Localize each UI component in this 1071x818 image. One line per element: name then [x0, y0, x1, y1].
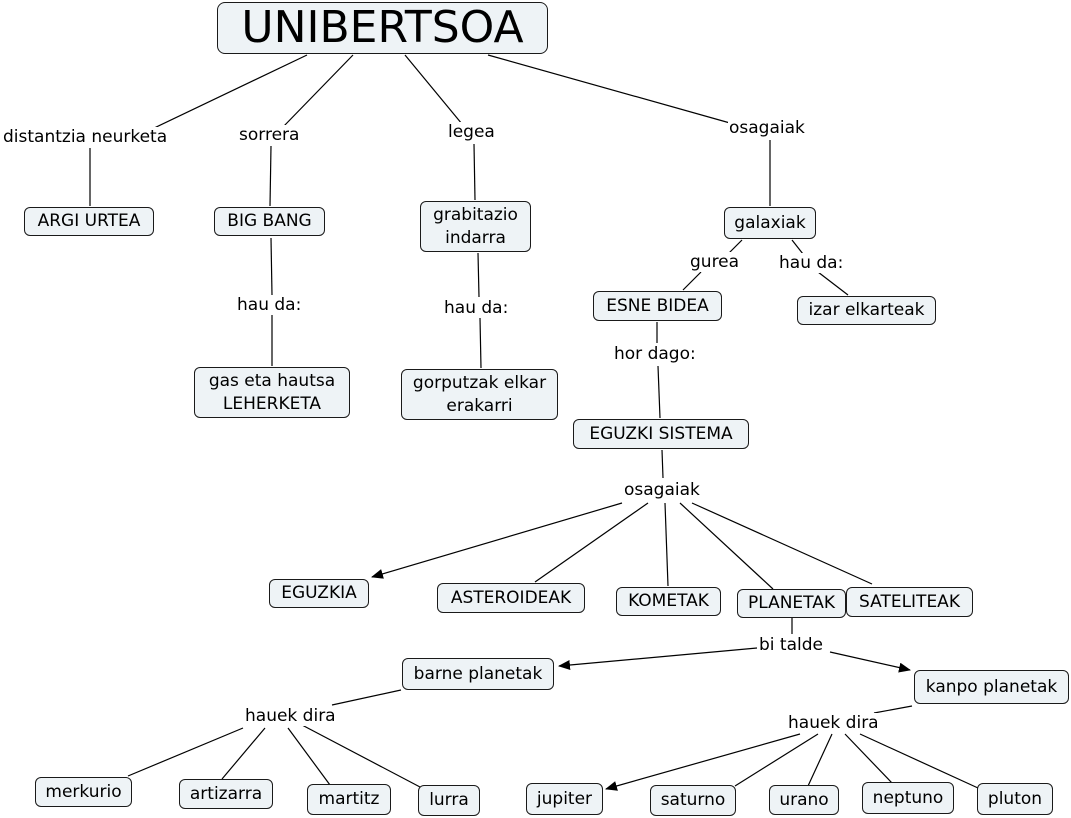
label-hau-da-galaxiak: hau da:: [778, 253, 845, 273]
node-saturno[interactable]: saturno: [650, 785, 736, 816]
node-lurra[interactable]: lurra: [418, 785, 480, 816]
node-asteroideak[interactable]: ASTEROIDEAK: [437, 583, 585, 613]
node-big-bang[interactable]: BIG BANG: [214, 207, 325, 236]
node-unibertsoa[interactable]: UNIBERTSOA: [217, 2, 548, 54]
node-martitz[interactable]: martitz: [307, 784, 391, 815]
node-kanpo-planetak[interactable]: kanpo planetak: [914, 670, 1069, 704]
node-urano[interactable]: urano: [769, 785, 839, 815]
node-gorputzak-elkar-erakarri[interactable]: gorputzak elkar erakarri: [401, 369, 558, 420]
label-osagaiak-eguzki: osagaiak: [623, 480, 701, 500]
node-artizarra[interactable]: artizarra: [179, 779, 273, 809]
label-hau-da-bigbang: hau da:: [236, 295, 303, 315]
label-sorrera: sorrera: [238, 125, 301, 145]
node-gas-hautsa-leherketa[interactable]: gas eta hautsa LEHERKETA: [194, 367, 350, 418]
node-izar-elkarteak[interactable]: izar elkarteak: [797, 296, 936, 325]
node-neptuno[interactable]: neptuno: [862, 782, 954, 814]
node-argi-urtea[interactable]: ARGI URTEA: [24, 207, 154, 236]
label-hau-da-grabitazio: hau da:: [443, 298, 510, 318]
node-grabitazio-indarra[interactable]: grabitazio indarra: [420, 201, 531, 252]
label-osagaiak-top: osagaiak: [728, 118, 806, 138]
node-eguzki-sistema[interactable]: EGUZKI SISTEMA: [573, 419, 749, 449]
node-esne-bidea[interactable]: ESNE BIDEA: [593, 291, 722, 321]
node-eguzkia[interactable]: EGUZKIA: [269, 579, 369, 608]
node-merkurio[interactable]: merkurio: [35, 777, 132, 807]
label-hauek-dira-barne: hauek dira: [244, 706, 337, 726]
node-planetak[interactable]: PLANETAK: [737, 589, 846, 618]
label-bi-talde: bi talde: [758, 635, 824, 655]
node-kometak[interactable]: KOMETAK: [616, 587, 721, 616]
label-gurea: gurea: [689, 252, 741, 272]
label-legea: legea: [447, 122, 496, 142]
label-hauek-dira-kanpo: hauek dira: [787, 713, 880, 733]
node-sateliteak[interactable]: SATELITEAK: [846, 587, 973, 617]
node-galaxiak[interactable]: galaxiak: [724, 207, 816, 239]
node-pluton[interactable]: pluton: [977, 783, 1053, 815]
node-barne-planetak[interactable]: barne planetak: [402, 658, 554, 690]
node-jupiter[interactable]: jupiter: [526, 783, 603, 815]
label-distantzia-neurketa: distantzia neurketa: [2, 127, 169, 147]
label-hor-dago: hor dago:: [613, 344, 697, 364]
